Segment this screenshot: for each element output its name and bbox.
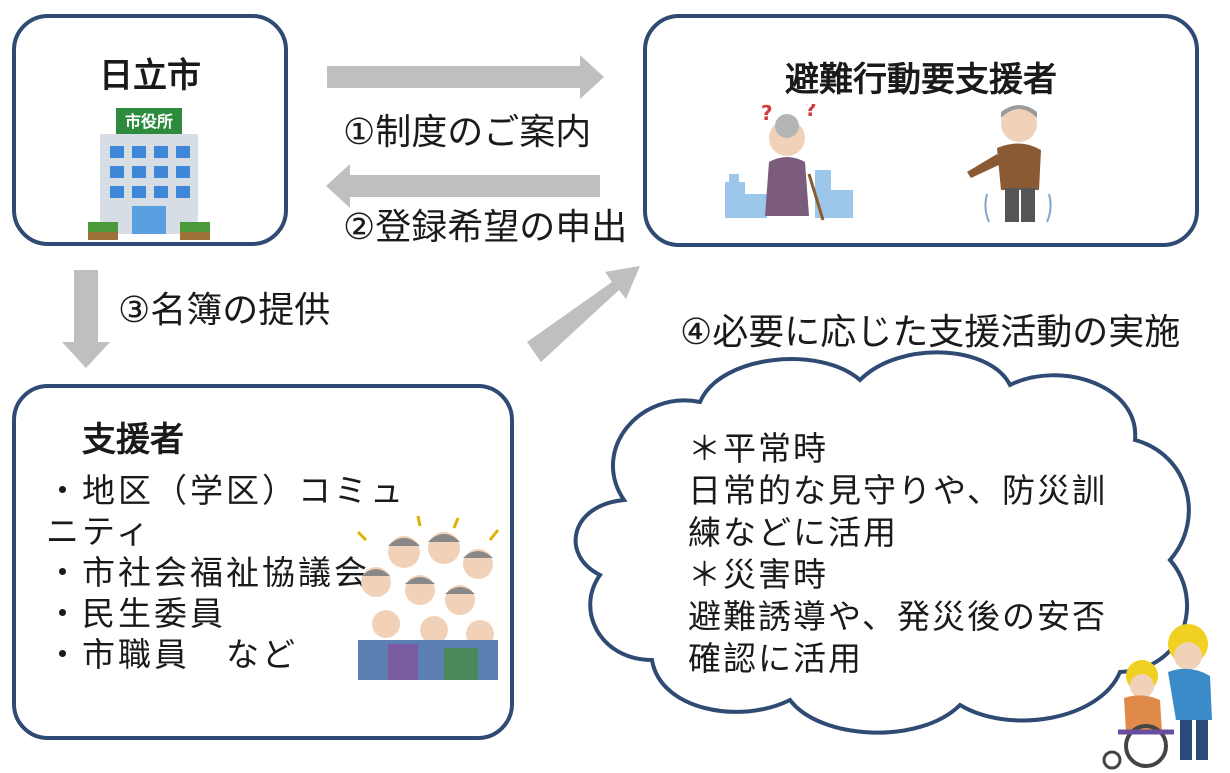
supporter-item: ・市職員 など [46,635,298,674]
arrow-down [62,270,110,368]
supporter-item: ・民生委員 [46,594,226,633]
cloud-line: ＊災害時 [688,555,828,594]
supporter-item: ・地区（学区）コミュニティ [46,471,406,551]
city-box: 日立市 市役所 [12,14,288,246]
arrow-left [326,164,600,208]
cloud-line: ＊平常時 [688,429,828,468]
wheelchair-helper-illustration [1102,624,1212,770]
supporters-title: 支援者 [82,420,184,460]
cloud-line: 日常的な見守りや、防災訓練などに活用 [688,471,1108,552]
arrow-diagonal [527,266,640,362]
city-title: 日立市 [99,56,201,96]
arrow-right [327,55,604,99]
crowd-cheering-illustration [356,515,500,680]
step-1-label: ①制度のご案内 [343,112,592,153]
target-title: 避難行動要支援者 [785,60,1057,100]
target-box: 避難行動要支援者 ? ? [643,14,1199,247]
city-hall-building-icon: 市役所 [88,108,210,240]
cloud-text: ＊平常時 日常的な見守りや、防災訓練などに活用 ＊災害時 避難誘導や、発災後の安… [688,428,1108,680]
elderly-man-illustration [967,105,1052,223]
building-sign: 市役所 [125,112,173,131]
supporters-list: ・地区（学区）コミュニティ ・市社会福祉協議会 ・民生委員 ・市職員 など [46,470,436,675]
step-3-label: ③名簿の提供 [118,290,331,331]
svg-text:?: ? [761,104,773,125]
step-2-label: ②登録希望の申出 [343,207,628,248]
supporter-item: ・市社会福祉協議会 [46,553,370,592]
supporters-box: 支援者 [12,384,514,740]
elderly-woman-illustration: ? ? [725,104,853,221]
step-4-label: ④必要に応じた支援活動の実施 [680,312,1181,353]
svg-text:?: ? [805,104,817,121]
cloud-line: 避難誘導や、発災後の安否確認に活用 [688,597,1108,678]
